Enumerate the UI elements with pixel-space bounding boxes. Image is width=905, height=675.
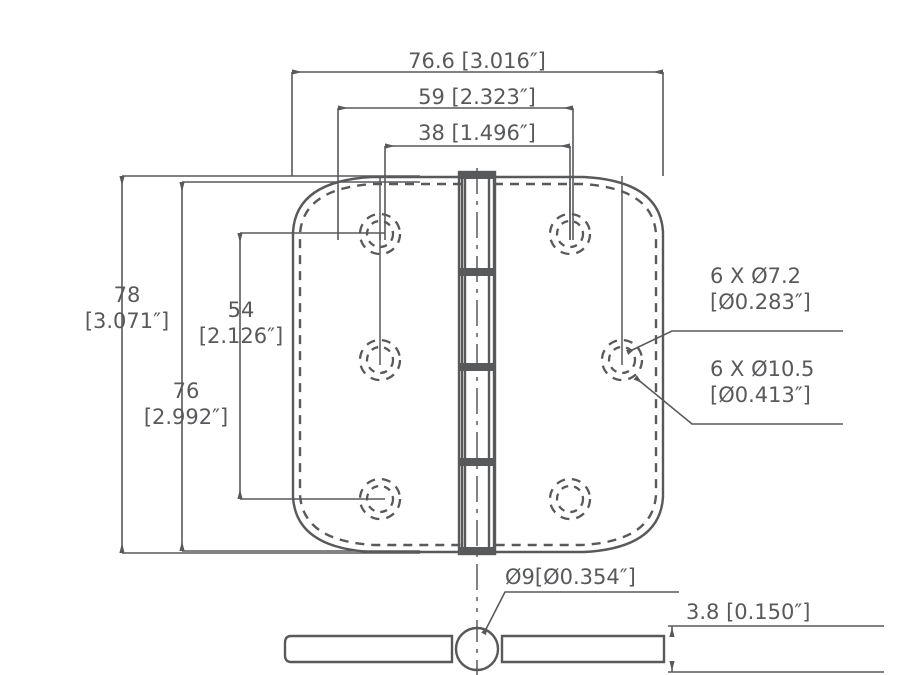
screw-holes: [358, 212, 644, 521]
left-leaf-outline: [291, 175, 464, 554]
leader-large-hole: [633, 375, 843, 425]
dim-hole-span-height-inch-label: [2.126″]: [199, 324, 283, 348]
callout-large-hole-line2: [Ø0.413″]: [710, 383, 811, 407]
dim-overall-width-label: 76.6 [3.016″]: [408, 49, 546, 73]
pin-diameter-callout: [481, 591, 679, 636]
leaf-thickness-dim: [668, 625, 884, 673]
hinge-side-view: [283, 620, 666, 675]
screw-hole: [600, 338, 644, 382]
screw-hole: [548, 477, 592, 521]
dim-hole-span-height: [237, 232, 385, 500]
dim-leaf-height-inch-label: [2.992″]: [144, 405, 228, 429]
hole-center-marks: [379, 176, 623, 365]
screw-hole: [358, 338, 402, 382]
callout-large-hole-line1: 6 X Ø10.5: [710, 357, 814, 381]
screw-hole: [548, 212, 592, 256]
pin-diameter-label: Ø9[Ø0.354″]: [505, 565, 636, 589]
dim-overall-height-inch-label: [3.071″]: [85, 309, 169, 333]
callout-small-hole-line1: 6 X Ø7.2: [710, 264, 801, 288]
leaf-thickness-label: 3.8 [0.150″]: [686, 600, 810, 624]
callout-leaders: [625, 330, 843, 425]
dim-inner-span-width-label: 38 [1.496″]: [418, 121, 536, 145]
left-leaf-hidden-outline: [298, 182, 462, 547]
side-view-right-leaf: [500, 634, 666, 664]
dim-hole-span-height-label: 54: [228, 298, 255, 322]
horizontal-dimensions: [291, 69, 664, 240]
callout-small-hole-line2: [Ø0.283″]: [710, 290, 811, 314]
dim-overall-width: [291, 69, 664, 176]
dim-hole-span-width: [337, 105, 574, 240]
hinge-front-view: [291, 168, 665, 612]
leader-small-hole: [625, 330, 843, 355]
dim-leaf-height-label: 76: [173, 379, 200, 403]
leader-pin-diameter: [481, 591, 679, 636]
right-leaf-hidden-outline: [494, 182, 658, 547]
screw-hole: [358, 477, 402, 521]
screw-hole: [358, 212, 402, 256]
side-view-left-leaf: [283, 634, 454, 664]
right-leaf-outline: [492, 175, 665, 554]
vertical-dimensions: [119, 175, 420, 554]
dim-overall-height-label: 78: [114, 283, 141, 307]
dim-hole-span-width-label: 59 [2.323″]: [418, 85, 536, 109]
